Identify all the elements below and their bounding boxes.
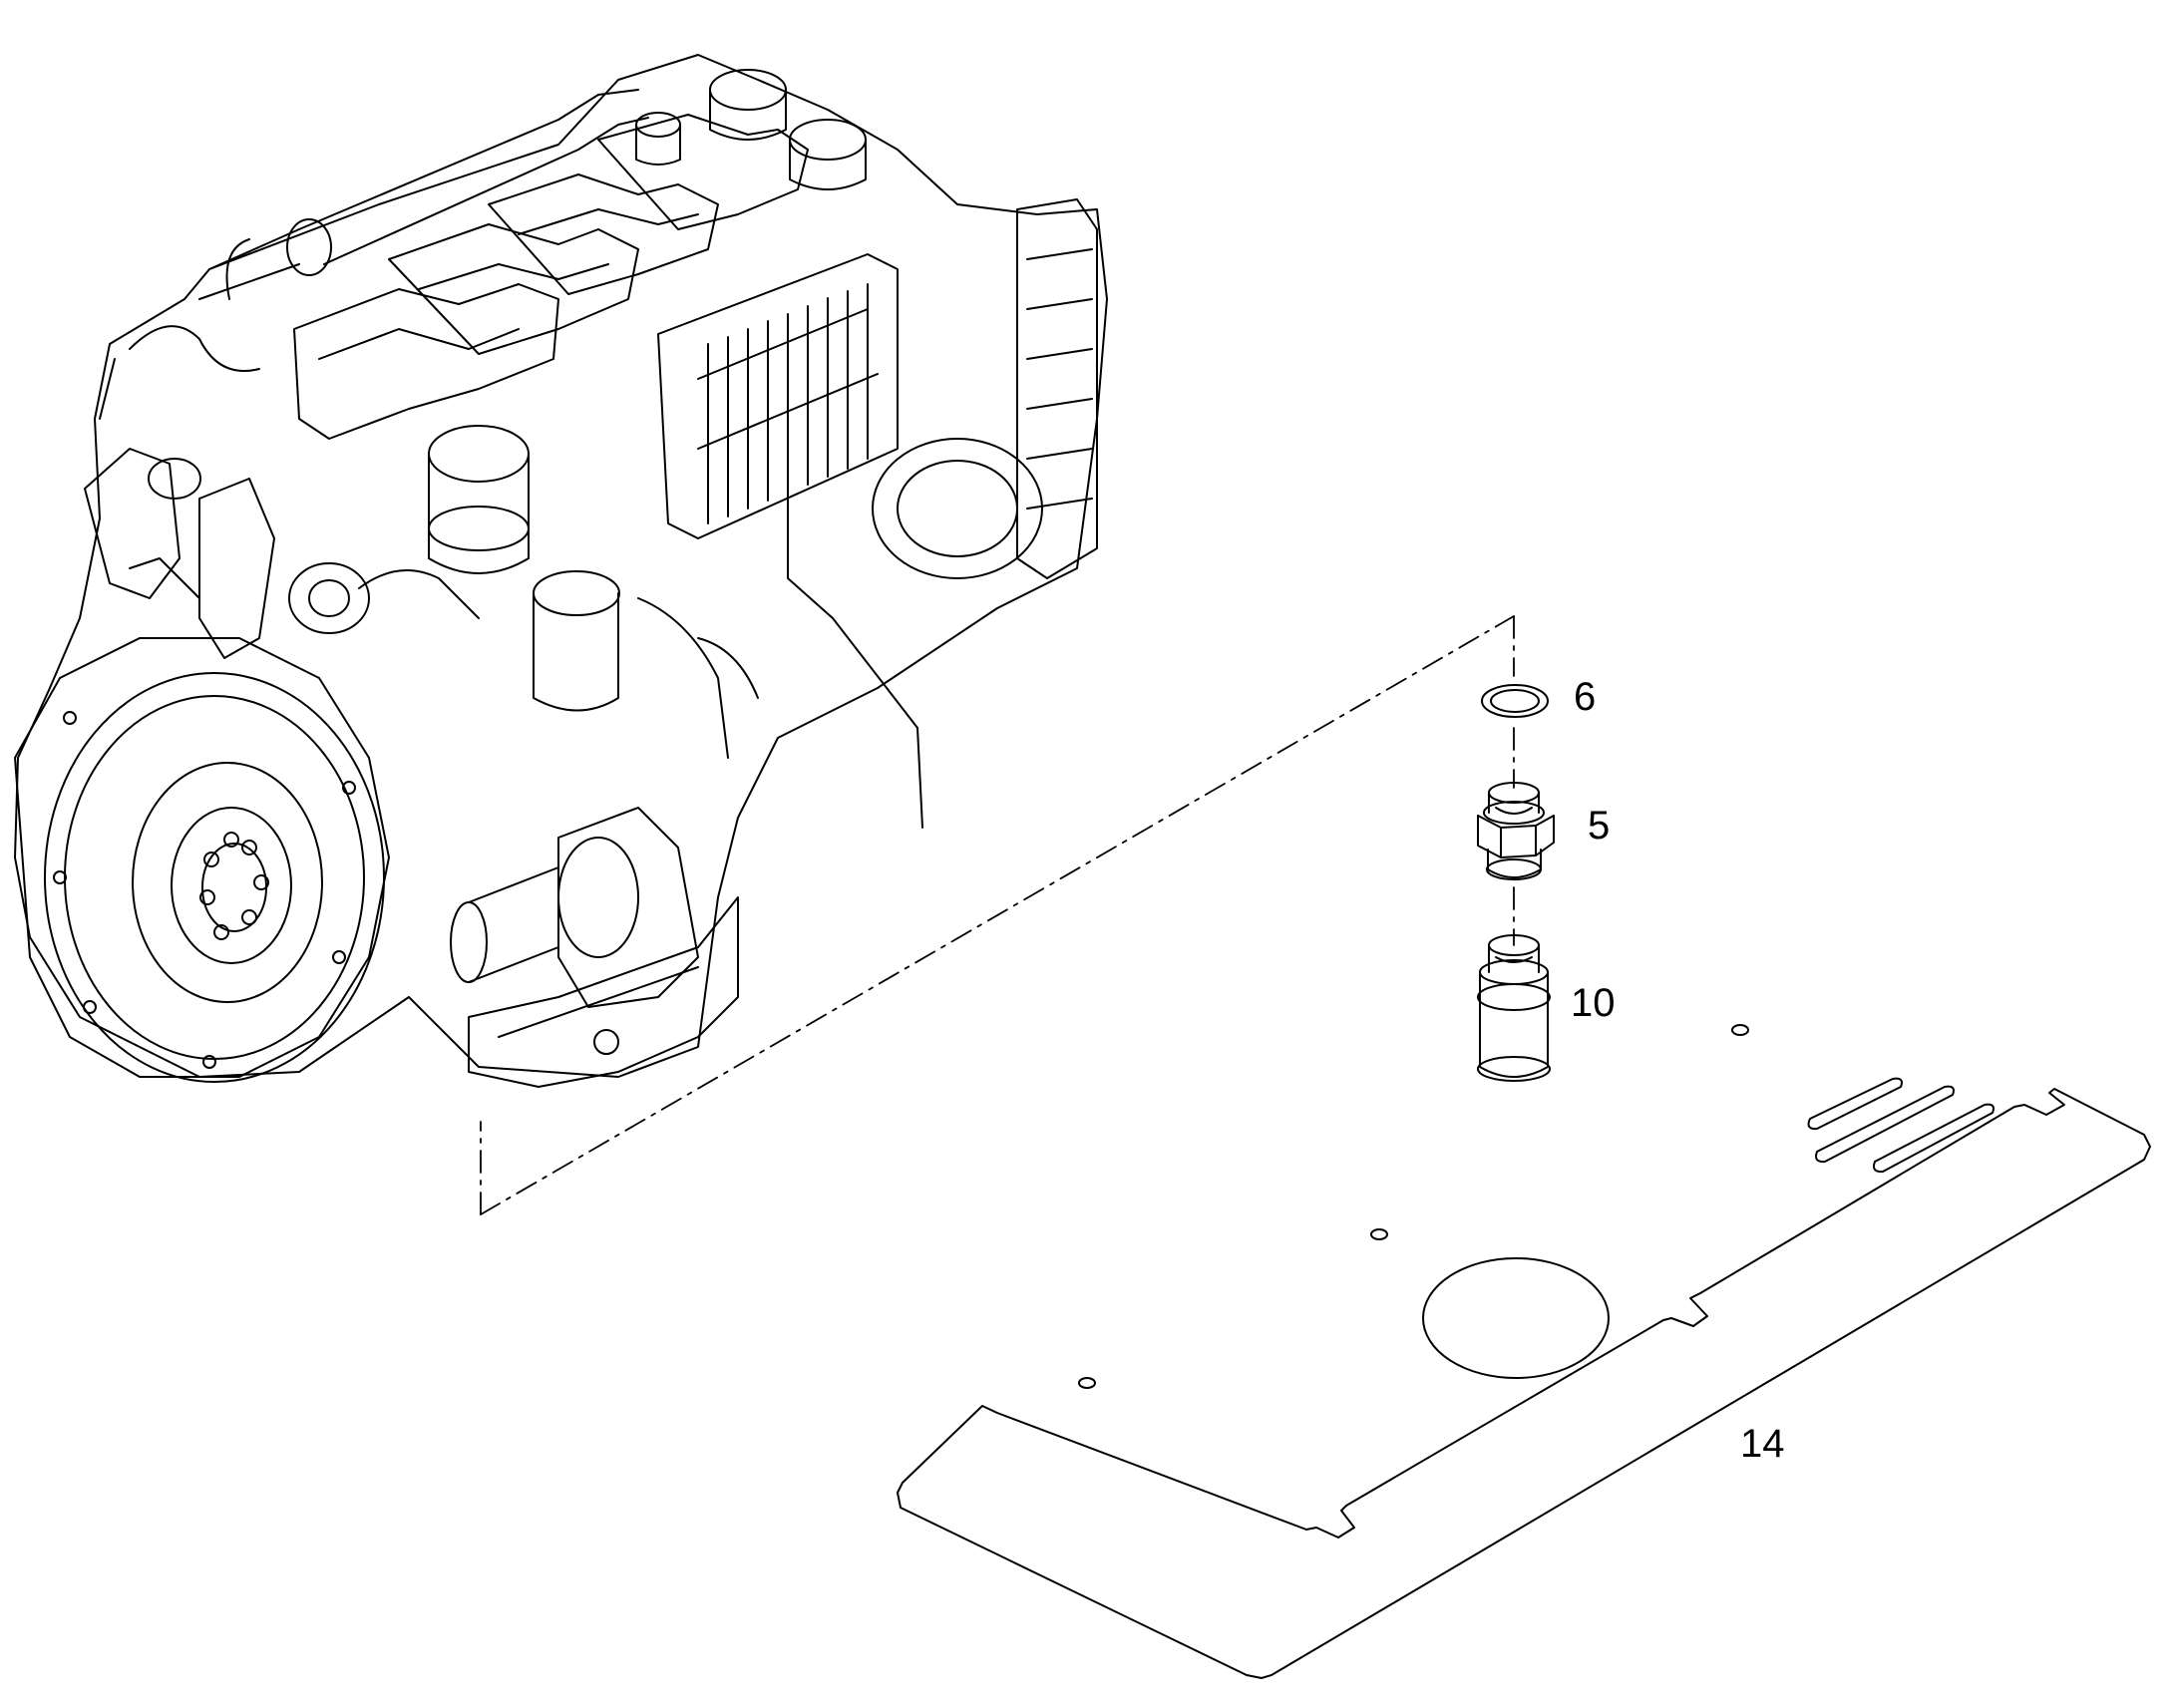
front-covers [84, 448, 370, 659]
intake-pipe [198, 89, 649, 300]
alternator [872, 198, 1098, 579]
oil-sump [468, 896, 739, 1088]
alignment-lines [480, 615, 1515, 1215]
o-ring-part [1481, 684, 1549, 718]
starter-motor [450, 807, 699, 1008]
callout-ring: 6 [1574, 675, 1597, 719]
rocker-covers [293, 114, 809, 440]
cover-plate-part [897, 1024, 2151, 1679]
oil-filter [428, 425, 620, 712]
intercooler [657, 253, 899, 539]
plug-part [1477, 934, 1551, 1082]
callout-adapter: 5 [1588, 804, 1611, 848]
adapter-part [1477, 782, 1555, 880]
flywheel-housing [14, 637, 390, 1083]
hoses [99, 238, 759, 759]
callout-plug: 10 [1571, 981, 1616, 1025]
callout-plate: 14 [1740, 1422, 1785, 1466]
dipstick [787, 398, 923, 829]
filler-caps [635, 69, 867, 190]
engine-assembly [14, 54, 1108, 1088]
